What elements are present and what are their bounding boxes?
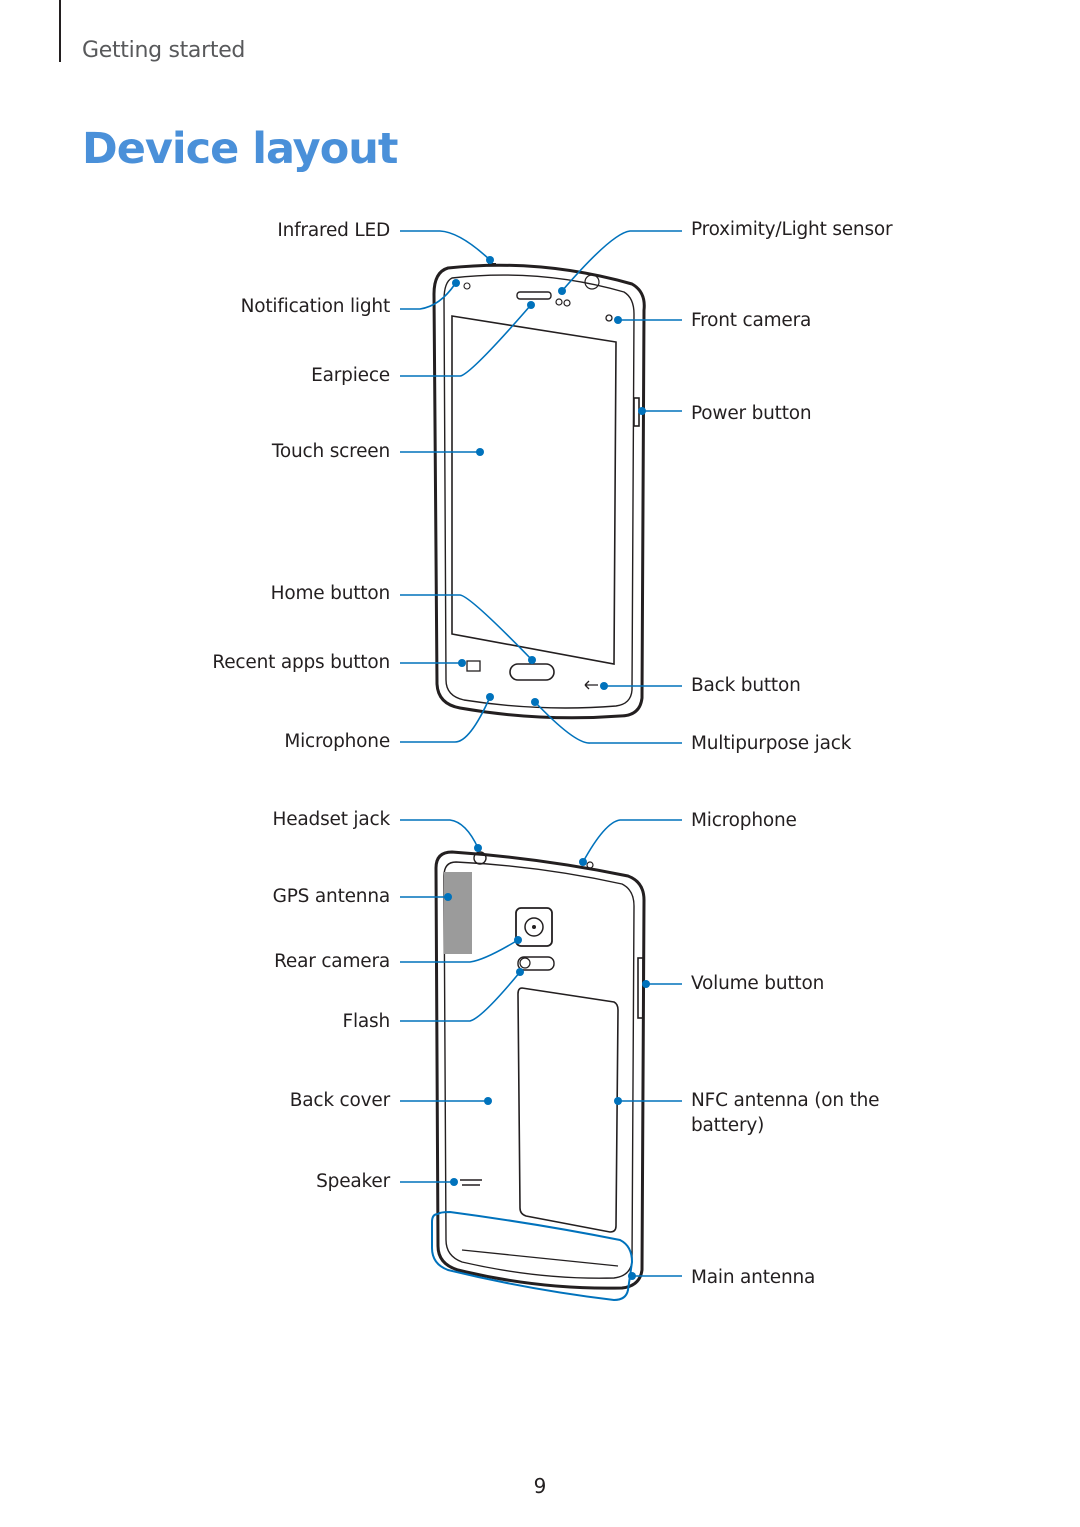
label-proximity-light-sensor: Proximity/Light sensor	[691, 219, 893, 240]
front-phone-illustration	[432, 263, 646, 720]
label-notification-light: Notification light	[240, 296, 391, 317]
label-speaker: Speaker	[316, 1171, 390, 1192]
label-earpiece: Earpiece	[311, 365, 390, 386]
label-front-microphone: Microphone	[284, 731, 390, 752]
label-main-antenna: Main antenna	[691, 1267, 816, 1288]
section-header: Getting started	[82, 38, 246, 63]
label-flash: Flash	[342, 1011, 391, 1032]
sidebar-rule	[59, 0, 61, 62]
label-front-camera: Front camera	[691, 310, 812, 331]
label-nfc-antenna-line2: battery)	[691, 1115, 765, 1136]
label-power-button: Power button	[691, 403, 812, 424]
label-home-button: Home button	[270, 583, 391, 604]
label-volume-button: Volume button	[691, 973, 825, 994]
page-number: 9	[533, 1474, 547, 1498]
back-callout-dots	[444, 844, 650, 1280]
label-headset-jack: Headset jack	[272, 809, 391, 830]
label-nfc-antenna-line1: NFC antenna (on the	[691, 1090, 880, 1111]
label-rear-camera: Rear camera	[274, 951, 390, 972]
label-touch-screen: Touch screen	[271, 441, 390, 462]
back-phone-illustration	[434, 850, 646, 1290]
page-title: Device layout	[82, 124, 398, 174]
label-back-cover: Back cover	[289, 1090, 390, 1111]
label-back-microphone: Microphone	[691, 810, 797, 831]
front-callout-lines	[400, 230, 682, 744]
label-infrared-led: Infrared LED	[277, 220, 390, 241]
label-back-button: Back button	[691, 675, 801, 696]
back-callout-lines	[400, 819, 682, 1277]
label-gps-antenna: GPS antenna	[272, 886, 391, 907]
label-recent-apps-button: Recent apps button	[212, 652, 390, 673]
front-callout-dots	[452, 256, 646, 706]
main-antenna-outline	[431, 1210, 634, 1302]
label-multipurpose-jack: Multipurpose jack	[691, 733, 852, 754]
